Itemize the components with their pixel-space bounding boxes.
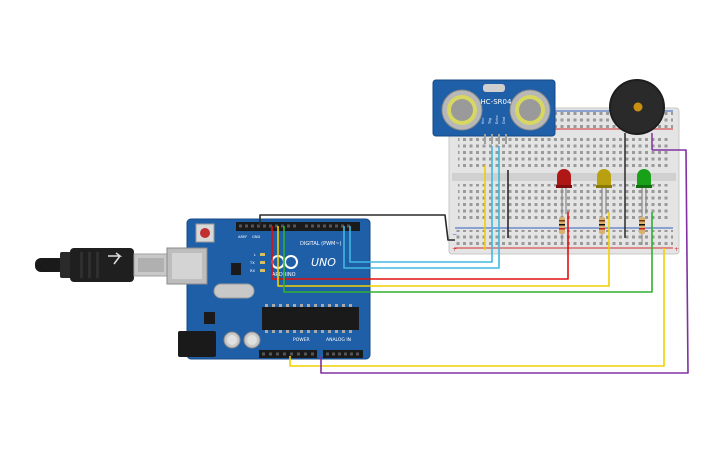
- power-label: POWER: [293, 337, 310, 343]
- sensor-model-label: HC-SR04: [481, 98, 512, 106]
- usb-cable: [35, 248, 169, 282]
- ultrasonic-sensor: HC-SR04 Vcc Trig Echo Gnd: [432, 79, 556, 144]
- digital-label: DIGITAL (PWM~): [300, 241, 342, 247]
- wire-purple-buzzer: [320, 149, 689, 374]
- sensor-pin-gnd: Gnd: [502, 117, 506, 124]
- led-yellow: [596, 169, 612, 214]
- wire-green-led: [283, 212, 653, 293]
- sensor-pin-vcc: Vcc: [481, 118, 485, 124]
- gnd-label: GND: [252, 235, 260, 239]
- resistor-2: [599, 212, 605, 245]
- led-red: [556, 169, 572, 214]
- led-green: [636, 169, 652, 214]
- wire-blue-echo: [343, 146, 500, 269]
- l-label: L: [254, 253, 256, 257]
- sensor-pin-trig: Trig: [488, 118, 492, 125]
- piezo-buzzer: [609, 79, 665, 238]
- resistor-3: [639, 212, 645, 245]
- wire-black-gnd: [259, 214, 455, 241]
- arduino-uno-board: AREF GND DIGITAL (PWM~) L TX RX ARDUINO …: [166, 218, 371, 360]
- svg-text:+: +: [452, 246, 457, 253]
- aref-label: AREF: [238, 235, 247, 239]
- wire-yellow-5v: [289, 248, 665, 367]
- svg-text:−: −: [452, 231, 457, 238]
- wire-blue-trig: [349, 146, 493, 263]
- wire-yellow-led: [277, 212, 610, 287]
- sensor-pin-echo: Echo: [495, 116, 499, 125]
- tx-label: TX: [249, 261, 255, 265]
- uno-label: UNO: [311, 256, 336, 269]
- rx-label: RX: [250, 269, 255, 273]
- resistor-1: [559, 212, 565, 245]
- wire-red-led: [271, 212, 569, 280]
- svg-text:+: +: [674, 246, 679, 253]
- analog-label: ANALOG IN: [326, 337, 351, 343]
